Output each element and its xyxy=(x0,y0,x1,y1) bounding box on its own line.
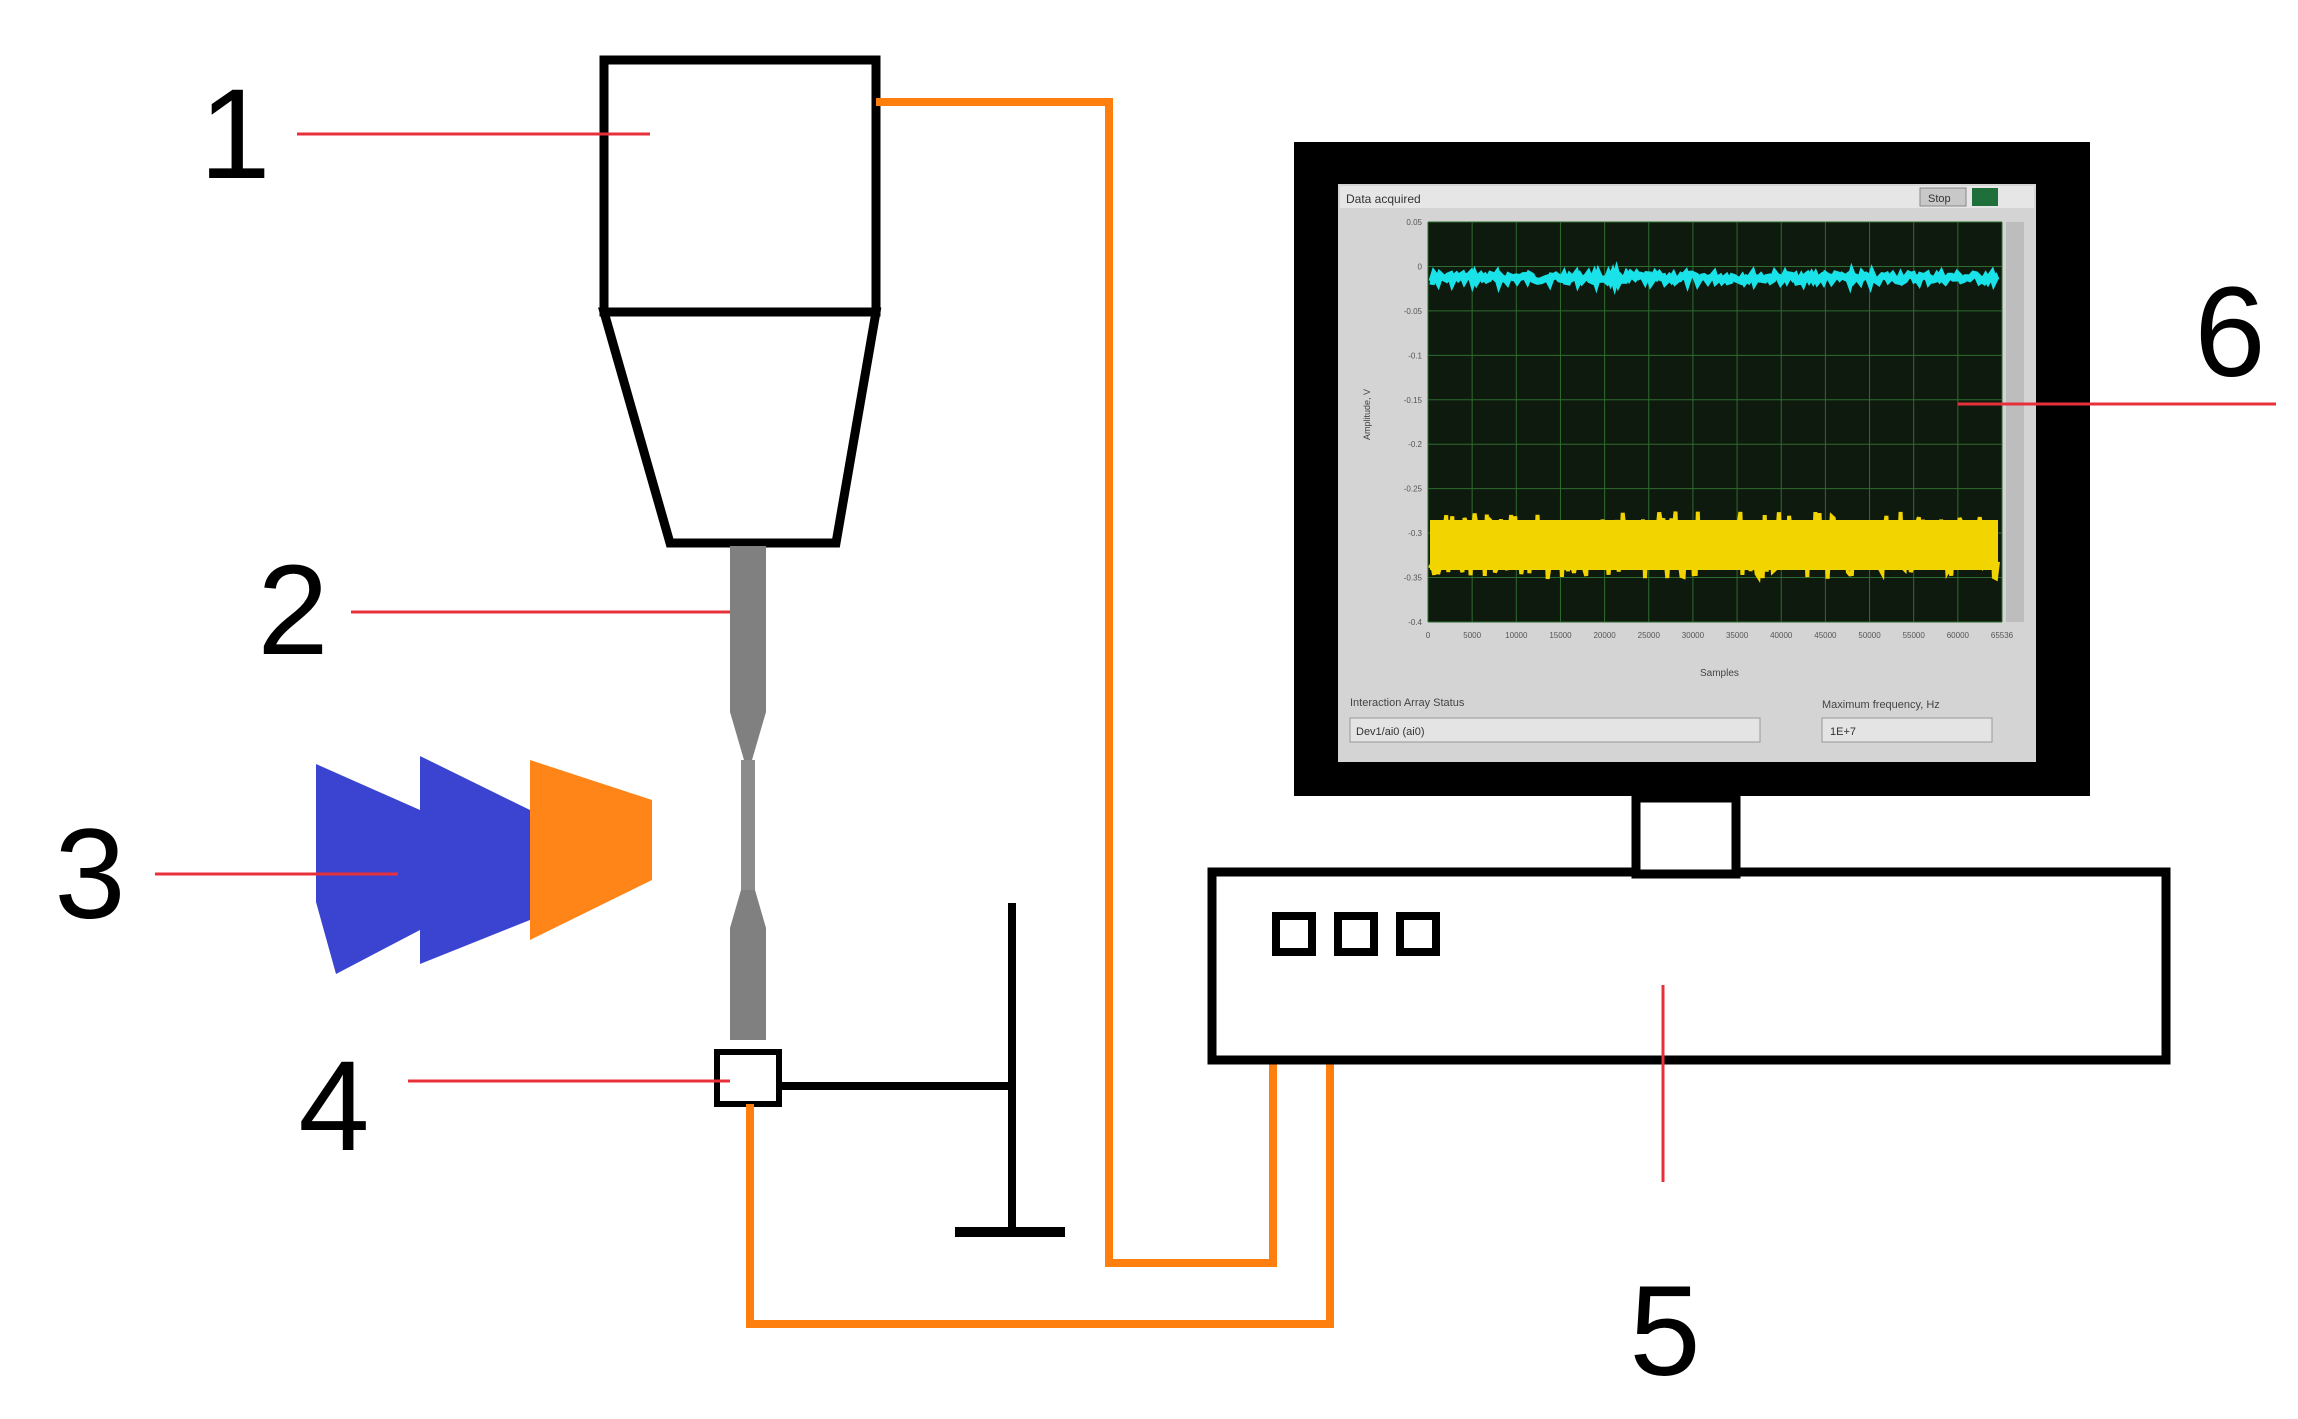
cable-sensor-to-computer xyxy=(746,1056,1334,1328)
drive-slot-2 xyxy=(1334,912,1378,956)
callout-5: 5 xyxy=(1629,1260,1700,1403)
callout-6: 6 xyxy=(2194,261,2265,404)
screen-x-ticks: 0 5000 10000 15000 20000 25000 30000 35000 40000… xyxy=(1426,631,2014,640)
x-tick-label: 20000 xyxy=(1593,631,1616,640)
x-tick-label: 40000 xyxy=(1770,631,1793,640)
cable-actuator-to-computer xyxy=(876,98,1277,1267)
leader-lines xyxy=(155,132,2276,1182)
y-tick-label: -0.3 xyxy=(1408,529,1422,538)
y-tick-label: 0.05 xyxy=(1406,218,1422,227)
x-tick-label: 50000 xyxy=(1858,631,1881,640)
y-tick-label: -0.15 xyxy=(1404,396,1423,405)
monitor: Data acquired Stop 0.05 0 -0.05 -0.1 -0.15 -0… xyxy=(1294,142,2090,879)
screen-stop-button: Stop xyxy=(1928,193,1951,205)
y-tick-label: -0.05 xyxy=(1404,307,1423,316)
x-tick-label: 5000 xyxy=(1463,631,1481,640)
specimen-rod xyxy=(730,546,766,1040)
screen-window-title: Data acquired xyxy=(1346,192,1421,206)
screen-bottom-left-value: Dev1/ai0 (ai0) xyxy=(1356,726,1424,738)
screen-bottom-right-value: 1E+7 xyxy=(1830,726,1856,738)
callout-3: 3 xyxy=(54,803,125,946)
drive-slot-1 xyxy=(1272,912,1316,956)
x-tick-label: 15000 xyxy=(1549,631,1572,640)
screen-bottom-right-label: Maximum frequency, Hz xyxy=(1822,699,1940,711)
x-tick-label: 10000 xyxy=(1505,631,1528,640)
signal-source-pulses xyxy=(316,756,652,974)
x-tick-label: 35000 xyxy=(1726,631,1749,640)
screen-y-ticks: 0.05 0 -0.05 -0.1 -0.15 -0.2 -0.25 -0.3 -0.35 -0.… xyxy=(1404,218,1423,627)
callout-1: 1 xyxy=(199,63,270,206)
computer-unit xyxy=(1207,867,2171,1065)
x-tick-label: 45000 xyxy=(1814,631,1837,640)
y-tick-label: -0.35 xyxy=(1404,574,1423,583)
y-tick-label: -0.4 xyxy=(1408,618,1422,627)
x-tick-label: 65536 xyxy=(1991,631,2014,640)
x-tick-label: 60000 xyxy=(1947,631,1970,640)
y-tick-label: -0.2 xyxy=(1408,440,1422,449)
blue-pulse-2 xyxy=(420,756,530,964)
callout-2: 2 xyxy=(257,539,328,682)
cables xyxy=(746,98,1334,1328)
x-tick-label: 55000 xyxy=(1903,631,1926,640)
y-tick-label: -0.1 xyxy=(1408,351,1422,360)
cyan-trace xyxy=(1428,260,2000,296)
yellow-trace-band xyxy=(1430,520,1998,570)
monitor-stand xyxy=(1631,793,1741,879)
y-tick-label: -0.25 xyxy=(1404,485,1423,494)
screen-y-axis-label: Amplitude, V xyxy=(1362,389,1372,440)
callout-4: 4 xyxy=(298,1035,369,1178)
orange-pulse xyxy=(530,760,652,940)
x-tick-label: 30000 xyxy=(1682,631,1705,640)
actuator-body xyxy=(598,55,882,548)
screen-bottom-left-label: Interaction Array Status xyxy=(1350,697,1465,709)
sensor-clamp xyxy=(714,903,1065,1237)
screen-x-axis-label: Samples xyxy=(1700,668,1739,679)
x-tick-label: 0 xyxy=(1426,631,1431,640)
blue-pulse-1 xyxy=(316,764,420,974)
x-tick-label: 25000 xyxy=(1638,631,1661,640)
drive-slot-3 xyxy=(1396,912,1440,956)
y-tick-label: 0 xyxy=(1418,262,1423,271)
